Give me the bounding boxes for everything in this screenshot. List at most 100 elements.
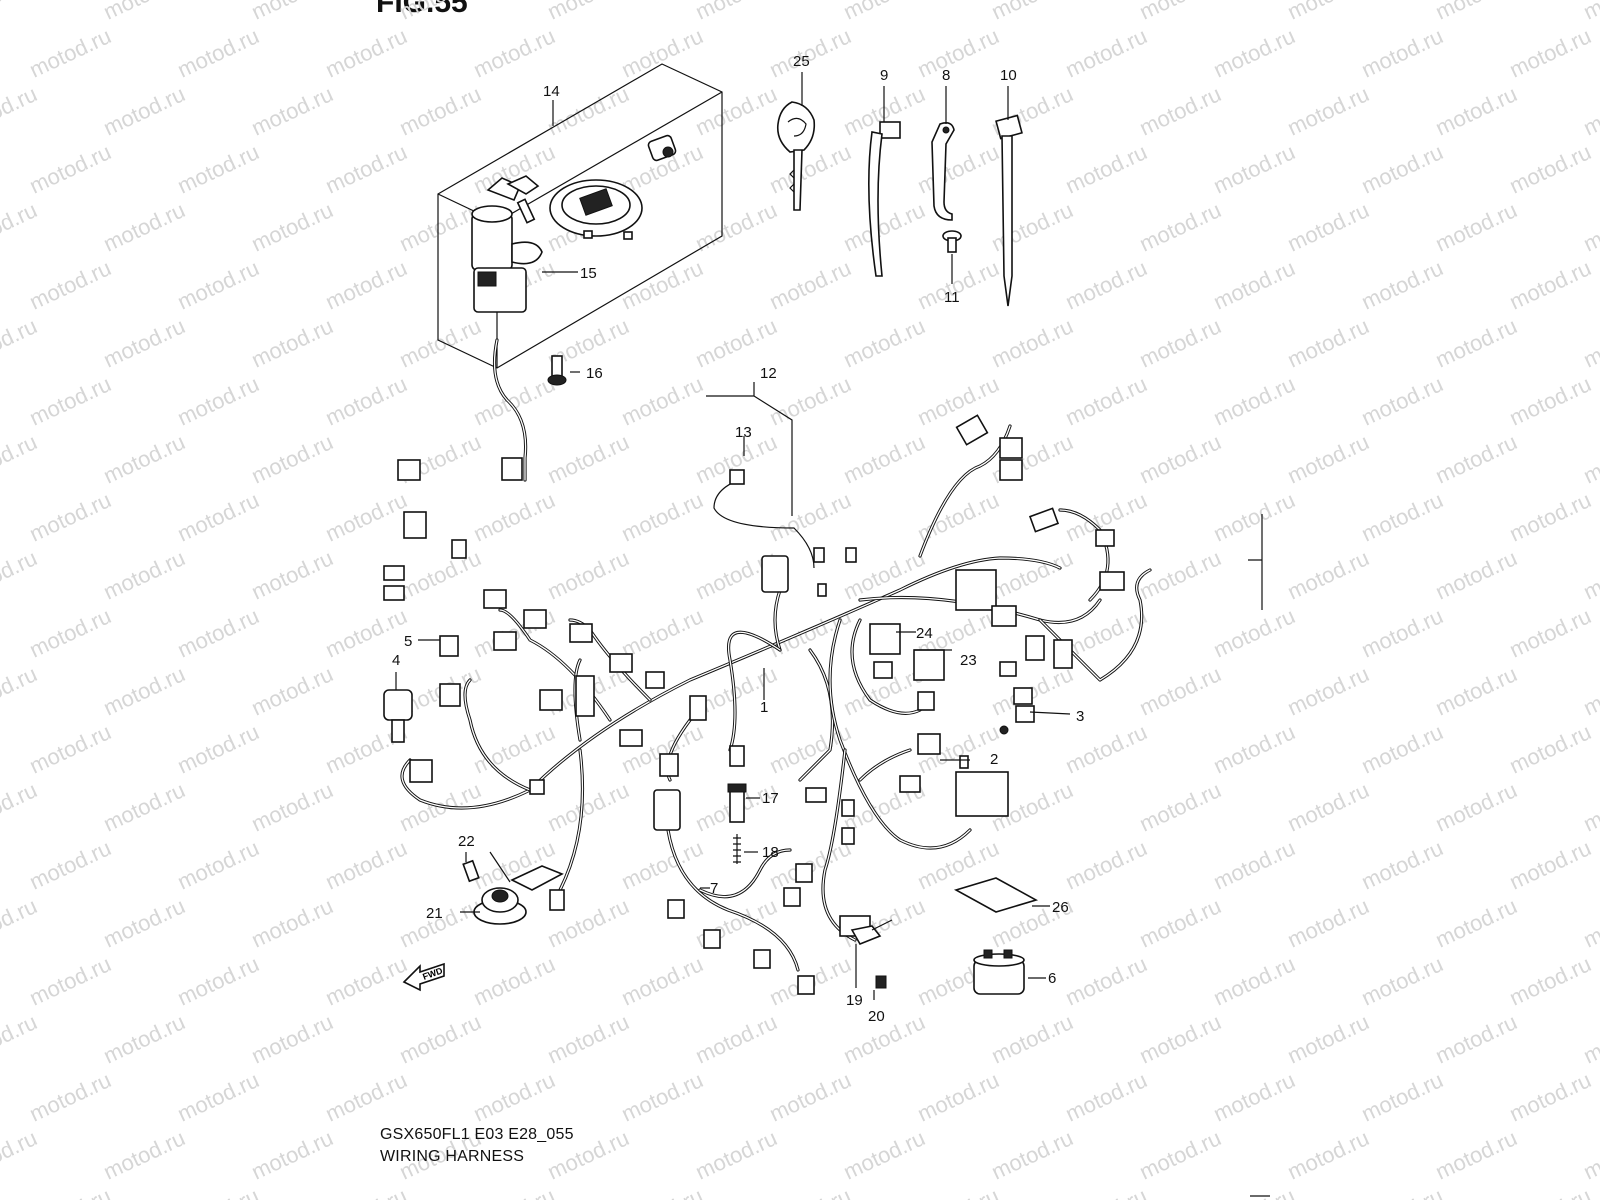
watermark-text: motod.ru [26,23,115,82]
clamp-part-8 [931,122,955,221]
watermark-text: motod.ru [988,1125,1077,1184]
watermark-text: motod.ru [1210,23,1299,82]
watermark-text: motod.ru [1580,313,1600,372]
callout-4: 4 [392,652,400,669]
watermark-text: motod.ru [1580,777,1600,836]
watermark-text: motod.ru [618,487,707,546]
watermark-text: motod.ru [692,0,781,25]
callout-20: 20 [868,1008,885,1025]
watermark-text: motod.ru [248,661,337,720]
watermark-text: motod.ru [692,313,781,372]
watermark-text: motod.ru [1432,893,1521,952]
watermark-text: motod.ru [1210,1067,1299,1126]
label-part-26 [953,877,1039,913]
watermark-text: motod.ru [26,487,115,546]
figure-title: FIG.55 [376,0,468,19]
watermark-text: motod.ru [766,1183,855,1200]
watermark-text: motod.ru [988,545,1077,604]
watermark-text: motod.ru [1506,487,1595,546]
ignition-coupler [501,457,523,481]
horn-part-21 [473,865,564,925]
watermark-text: motod.ru [1136,893,1225,952]
watermark-text: motod.ru [396,0,485,25]
watermark-text: motod.ru [322,255,411,314]
watermark-text: motod.ru [914,139,1003,198]
watermark-text: motod.ru [396,81,485,140]
watermark-text: motod.ru [1432,197,1521,256]
watermark-text: motod.ru [1432,0,1521,25]
watermark-text: motod.ru [1136,0,1225,25]
watermark-text: motod.ru [1136,777,1225,836]
callout-26: 26 [1052,899,1069,916]
watermark-text: motod.ru [322,23,411,82]
callout-7: 7 [710,880,718,897]
watermark-text: motod.ru [174,371,263,430]
callout-5: 5 [404,633,412,650]
callout-12: 12 [760,365,777,382]
watermark-text: motod.ru [1358,951,1447,1010]
watermark-text: motod.ru [248,893,337,952]
watermark-text: motod.ru [1506,255,1595,314]
callout-2: 2 [990,751,998,768]
screw-part-11 [942,230,962,253]
watermark-text: motod.ru [1432,313,1521,372]
model-code-label: GSX650FL1 E03 E28_055 [380,1126,574,1143]
watermark-text: motod.ru [1358,139,1447,198]
watermark-text: motod.ru [1432,661,1521,720]
watermark-text: motod.ru [322,1183,411,1200]
watermark-text: motod.ru [1284,1125,1373,1184]
screw-part-20 [875,975,887,989]
watermark-text: motod.ru [100,661,189,720]
watermark-text: motod.ru [1062,1067,1151,1126]
relay-part-4 [383,689,413,743]
watermark-text: motod.ru [1136,197,1225,256]
watermark-text: motod.ru [1210,719,1299,778]
watermark-text: motod.ru [174,1183,263,1200]
watermark-text: motod.ru [1062,371,1151,430]
watermark-text: motod.ru [840,1125,929,1184]
watermark-text: motod.ru [248,545,337,604]
watermark-text: motod.ru [0,1125,41,1184]
callout-17: 17 [762,790,779,807]
watermark-text: motod.ru [26,371,115,430]
watermark-text: motod.ru [692,197,781,256]
watermark-text: motod.ru [766,139,855,198]
watermark-text: motod.ru [100,777,189,836]
switch-part-17 [727,783,747,823]
watermark-text: motod.ru [766,1067,855,1126]
watermark-text: motod.ru [766,23,855,82]
watermark-text: motod.ru [988,197,1077,256]
sensor-part-13 [713,469,815,569]
watermark-text: motod.ru [322,951,411,1010]
watermark-text: motod.ru [1506,719,1595,778]
watermark-text: motod.ru [470,835,559,894]
watermark-text: motod.ru [0,777,41,836]
watermark-text: motod.ru [1062,719,1151,778]
watermark-text: motod.ru [766,255,855,314]
callout-8: 8 [942,67,950,84]
watermark-text: motod.ru [766,371,855,430]
watermark-text: motod.ru [1506,23,1595,82]
watermark-text: motod.ru [618,951,707,1010]
watermark-text: motod.ru [322,835,411,894]
callout-10: 10 [1000,67,1017,84]
watermark-text: motod.ru [1358,835,1447,894]
watermark-text: motod.ru [174,255,263,314]
callout-13: 13 [735,424,752,441]
watermark-text: motod.ru [1580,0,1600,25]
watermark-text: motod.ru [1580,1009,1600,1068]
watermark-text: motod.ru [1136,545,1225,604]
watermark-text: motod.ru [470,1067,559,1126]
watermark-text: motod.ru [544,545,633,604]
watermark-text: motod.ru [26,951,115,1010]
watermark-text: motod.ru [26,719,115,778]
spring-part-18 [733,834,741,864]
watermark-text: motod.ru [248,81,337,140]
watermark-text: motod.ru [1136,81,1225,140]
watermark-text: motod.ru [0,197,41,256]
leader-lines [395,72,1071,1000]
watermark-text: motod.ru [1062,139,1151,198]
watermark-text: motod.ru [1580,661,1600,720]
watermark-text: motod.ru [396,893,485,952]
watermark-text: motod.ru [26,139,115,198]
